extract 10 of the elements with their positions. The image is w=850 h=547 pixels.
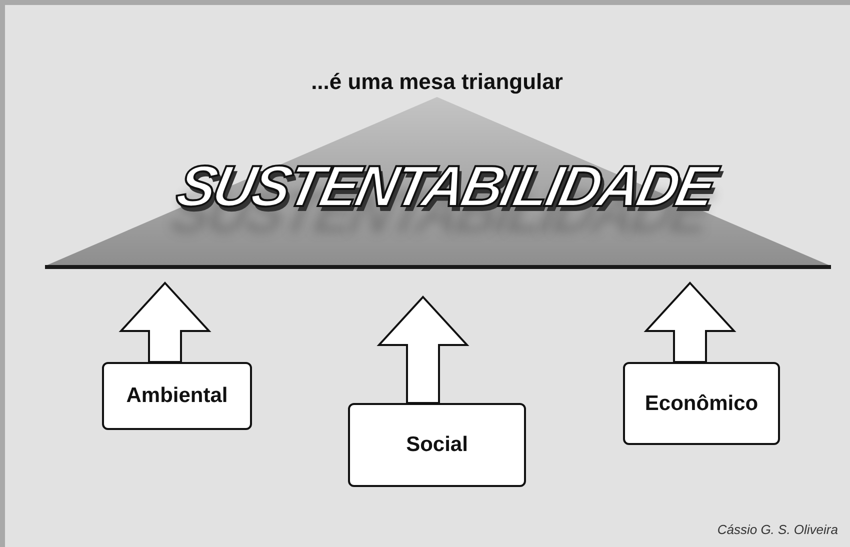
label-box: Ambiental: [102, 362, 252, 430]
block-arrow: [376, 296, 470, 404]
title: ...é uma mesa triangular: [310, 68, 564, 96]
sustainability-word: SUSTENTABILIDADE: [170, 155, 722, 219]
block-arrow: [118, 282, 212, 363]
label-box: Social: [348, 403, 526, 487]
triangle-table: [45, 97, 831, 269]
block-arrow: [644, 282, 736, 363]
label-box: Econômico: [623, 362, 780, 445]
author-credit: Cássio G. S. Oliveira: [717, 520, 838, 538]
